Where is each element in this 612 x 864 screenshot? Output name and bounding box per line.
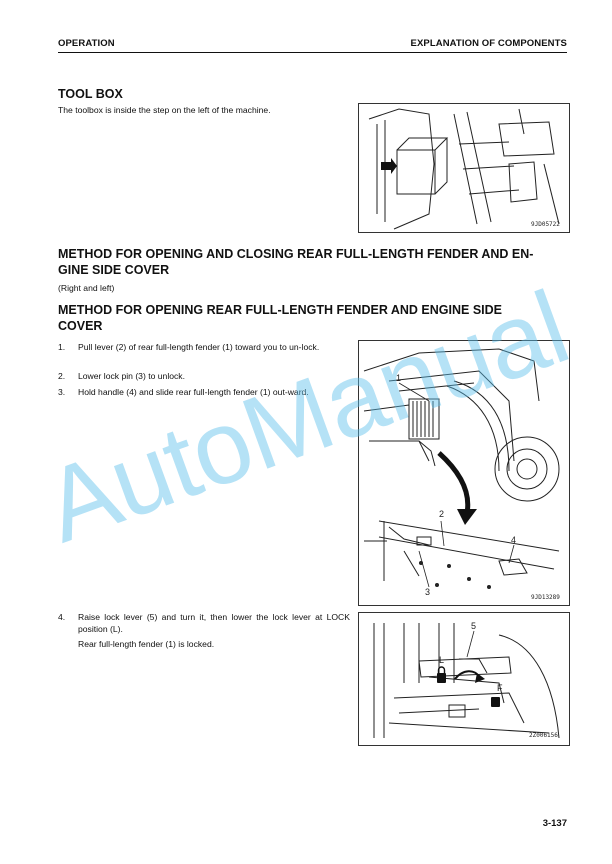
method-open-heading-line2: COVER: [58, 319, 103, 333]
header-rule: [58, 52, 567, 53]
figure2-label-4: 4: [511, 535, 516, 545]
toolbox-description: The toolbox is inside the step on the le…: [58, 105, 271, 115]
step-text: Lower lock pin (3) to unlock.: [78, 371, 185, 381]
lock-lever-figure: 5 L F 2Z006156: [358, 612, 570, 746]
header-chapter-title: EXPLANATION OF COMPONENTS: [410, 38, 567, 49]
step-3: 3. Hold handle (4) and slide rear full-l…: [58, 387, 350, 399]
step-number: 3.: [58, 387, 66, 397]
method-open-close-subtitle: (Right and left): [58, 283, 115, 293]
step-1: 1. Pull lever (2) of rear full-length fe…: [58, 342, 350, 354]
figure3-label-L: L: [439, 655, 444, 665]
step-text: Hold handle (4) and slide rear full-leng…: [78, 387, 309, 397]
figure2-code: 9JD13289: [531, 594, 560, 601]
figure2-label-3: 3: [425, 587, 430, 597]
step-note: Rear full-length fender (1) is locked.: [78, 639, 215, 649]
step-number: 1.: [58, 342, 66, 352]
toolbox-figure-code: 9JD05722: [531, 221, 560, 228]
step-text: Pull lever (2) of rear full-length fende…: [78, 342, 320, 352]
fender-opening-figure: 1 2 3 4 9JD13289: [358, 340, 570, 606]
step-2: 2. Lower lock pin (3) to unlock.: [58, 371, 350, 383]
step-number: 2.: [58, 371, 66, 381]
header-section-title: OPERATION: [58, 38, 115, 49]
figure3-label-5: 5: [471, 621, 476, 631]
step-number: 4.: [58, 612, 66, 622]
figure2-label-1: 1: [396, 373, 401, 383]
method-open-heading-line1: METHOD FOR OPENING REAR FULL-LENGTH FEND…: [58, 303, 502, 317]
figure3-label-F: F: [497, 683, 503, 693]
toolbox-heading: TOOL BOX: [58, 87, 123, 101]
method-open-close-heading-line2: GINE SIDE COVER: [58, 263, 170, 277]
page-number: 3-137: [542, 818, 567, 829]
figure3-code: 2Z006156: [529, 732, 558, 739]
step-4: 4. Raise lock lever (5) and turn it, the…: [58, 612, 350, 651]
toolbox-figure: 9JD05722: [358, 103, 570, 233]
method-open-close-heading-line1: METHOD FOR OPENING AND CLOSING REAR FULL…: [58, 247, 534, 261]
figure2-label-2: 2: [439, 509, 444, 519]
step-text: Raise lock lever (5) and turn it, then l…: [78, 612, 350, 634]
